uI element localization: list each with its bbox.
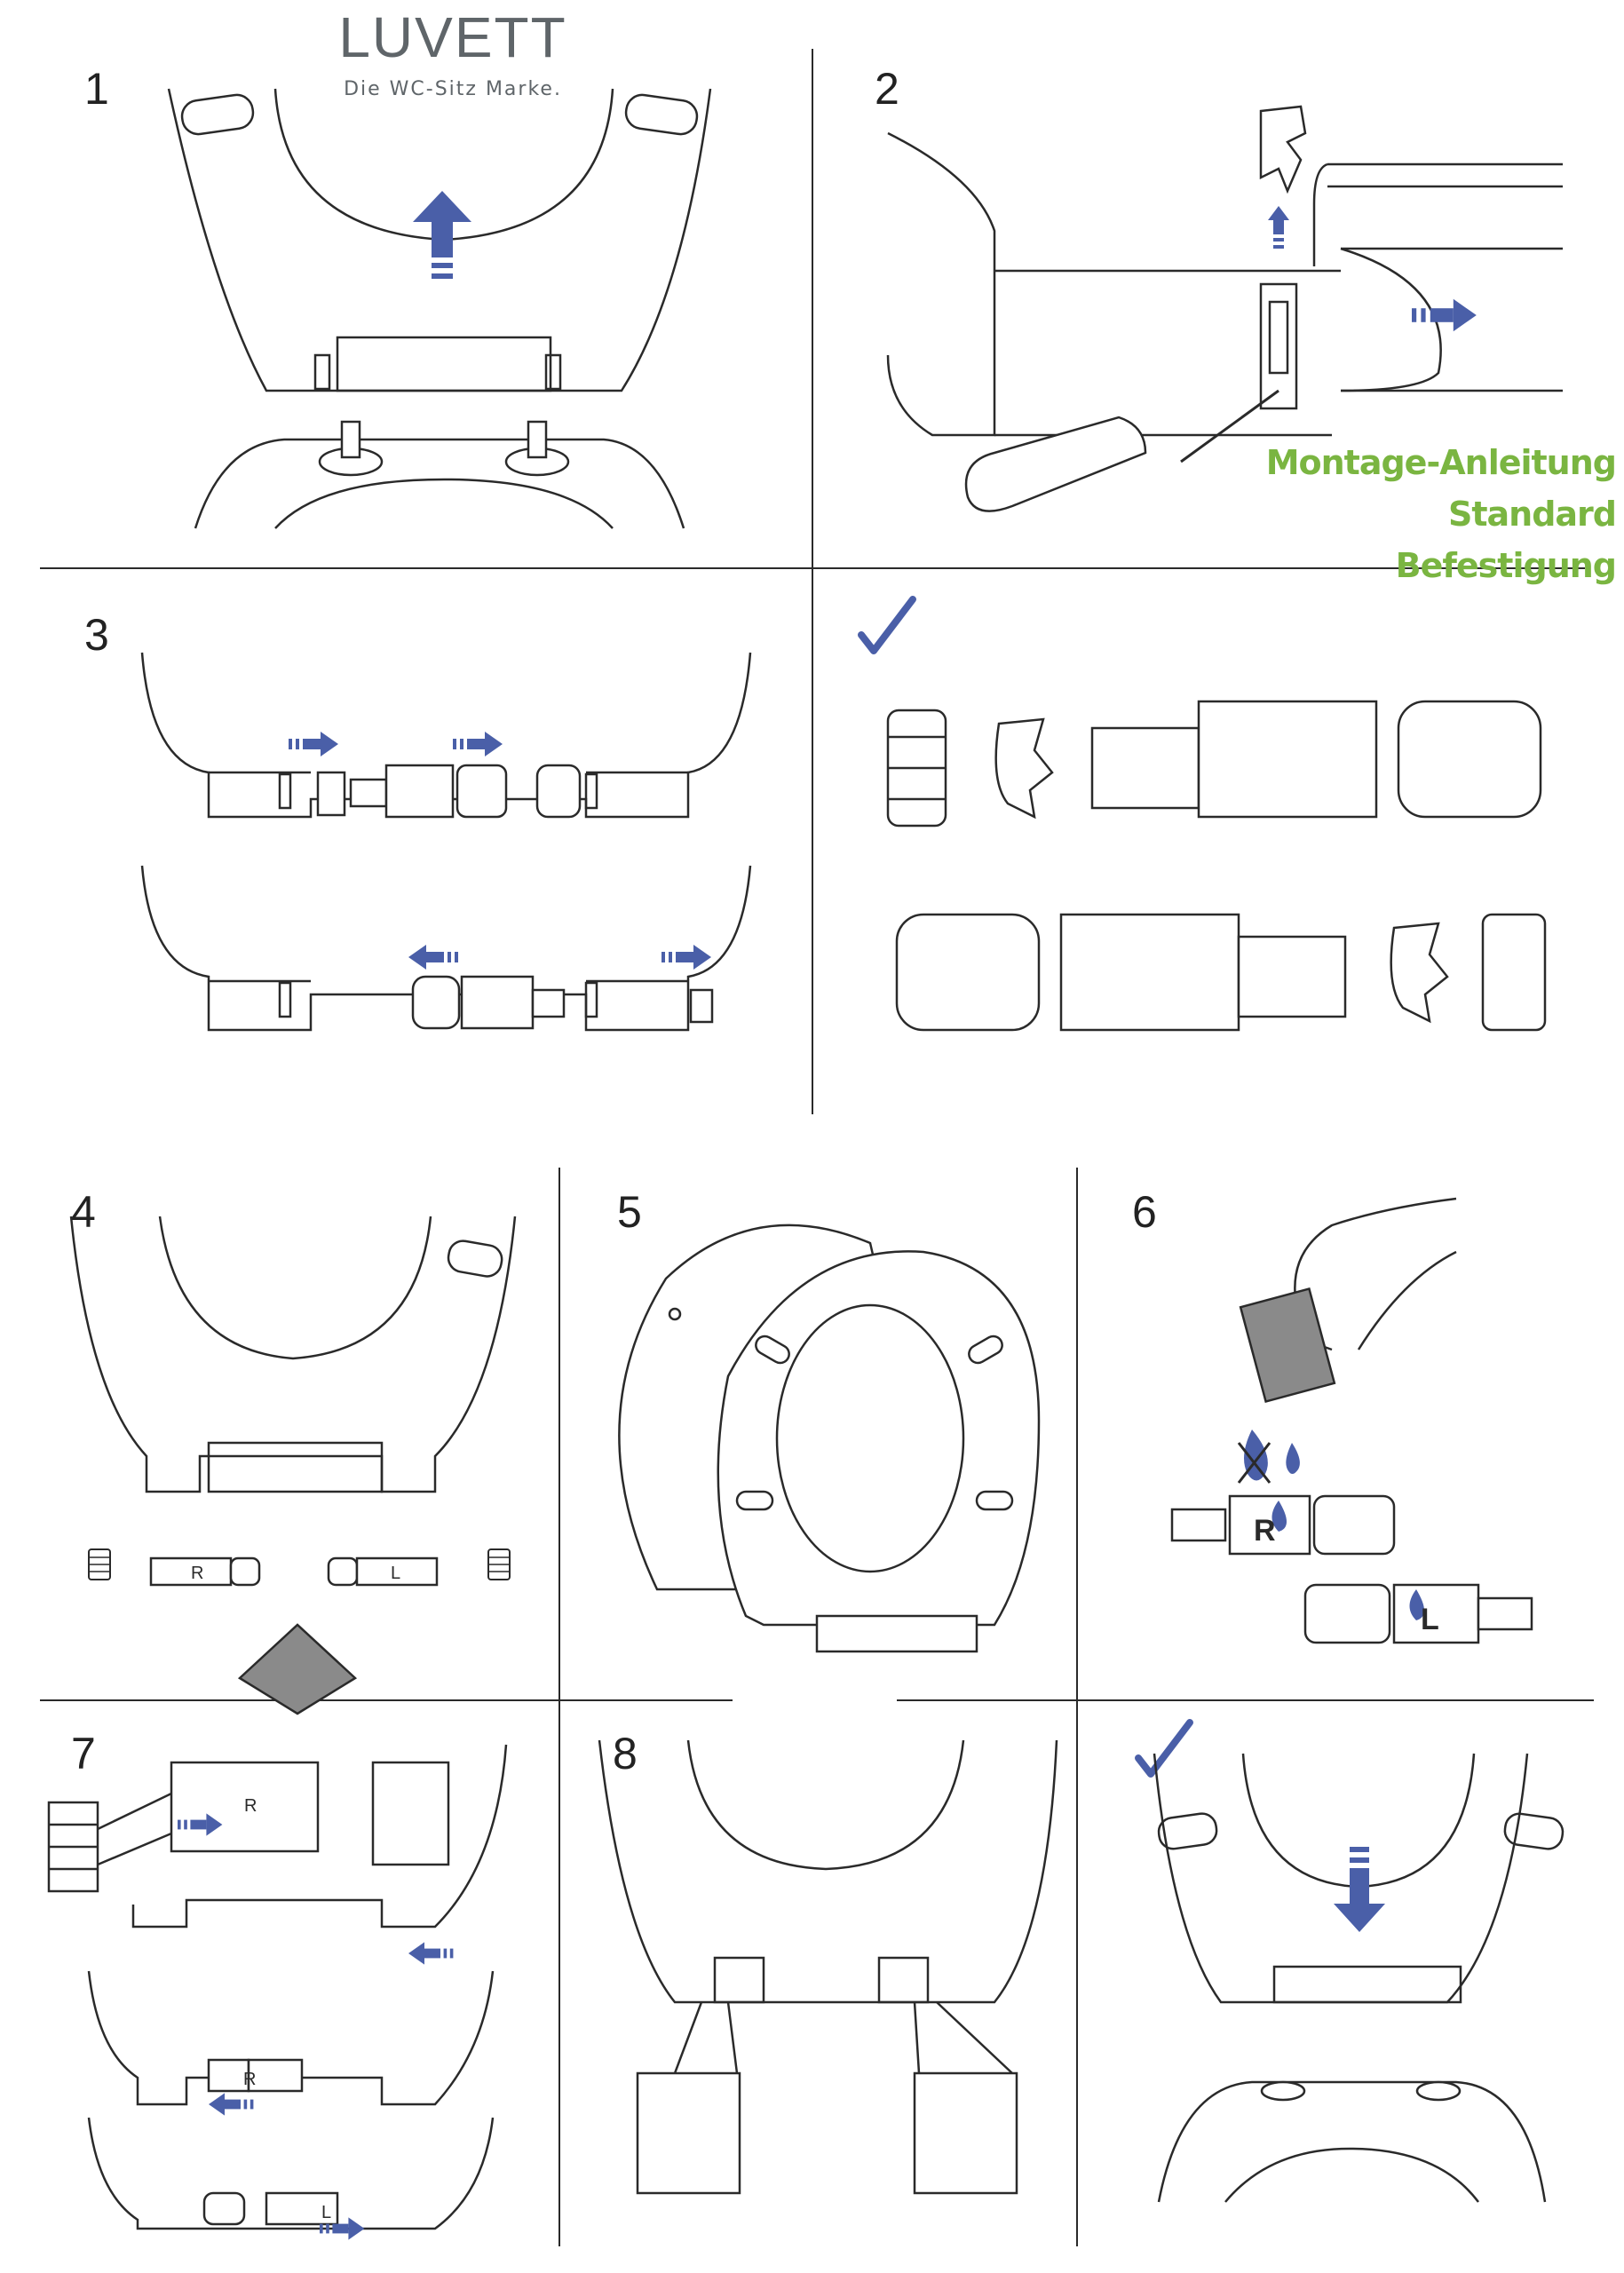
part-label-r-step6: R bbox=[1254, 1514, 1276, 1548]
part-label-r-step4: R bbox=[191, 1564, 203, 1583]
panel-final-illustration bbox=[1153, 1753, 1565, 2203]
title-line-1: Montage-Anleitung bbox=[1265, 443, 1617, 482]
panel-3-parts bbox=[886, 700, 1547, 1032]
step-number-8: 8 bbox=[613, 1729, 638, 1778]
brand-tagline: Die WC-Sitz Marke. bbox=[344, 78, 562, 100]
document-title: Montage-Anleitung Standard Befestigung bbox=[1234, 437, 1617, 591]
panel-3-checkmark bbox=[861, 599, 913, 651]
panel-5-illustration bbox=[618, 1224, 1041, 1653]
panel-3-illustration bbox=[140, 652, 752, 1032]
step-number-6: 6 bbox=[1132, 1187, 1157, 1237]
part-label-l-step7: L bbox=[321, 2203, 331, 2222]
panel-2-illustration bbox=[886, 105, 1563, 512]
part-label-l-step4: L bbox=[391, 1564, 400, 1583]
panel-1-up-arrow bbox=[413, 191, 471, 279]
panel-4-illustration bbox=[69, 1216, 517, 1715]
panel-dividers bbox=[40, 49, 1594, 2246]
panel-7-arrows bbox=[178, 1813, 454, 2240]
panel-8-checkmark bbox=[1138, 1723, 1190, 1774]
part-label-r-step7: R bbox=[243, 2070, 256, 2089]
step-number-5: 5 bbox=[617, 1187, 642, 1237]
step-number-2: 2 bbox=[875, 64, 899, 114]
panel-7-illustration bbox=[47, 1744, 508, 2230]
part-label-l-step6: L bbox=[1421, 1603, 1439, 1636]
panel-6-illustration bbox=[1170, 1197, 1533, 1644]
brand-logo: LUVETT Die WC-Sitz Marke. bbox=[320, 9, 586, 100]
part-label-r-step7-inset: R bbox=[244, 1796, 257, 1816]
step-number-7: 7 bbox=[71, 1729, 96, 1778]
panel-final-down-arrow bbox=[1334, 1847, 1385, 1932]
step-number-4: 4 bbox=[71, 1187, 96, 1237]
water-drop-icons bbox=[1237, 1430, 1424, 1620]
title-line-2: Standard Befestigung bbox=[1395, 495, 1617, 585]
panel-2-arrows bbox=[1268, 206, 1477, 332]
brand-name: LUVETT bbox=[338, 5, 567, 69]
step-number-3: 3 bbox=[84, 610, 109, 660]
panel-1-illustration bbox=[167, 88, 712, 529]
panel-8-illustration bbox=[598, 1739, 1058, 2195]
step-number-1: 1 bbox=[84, 64, 109, 114]
